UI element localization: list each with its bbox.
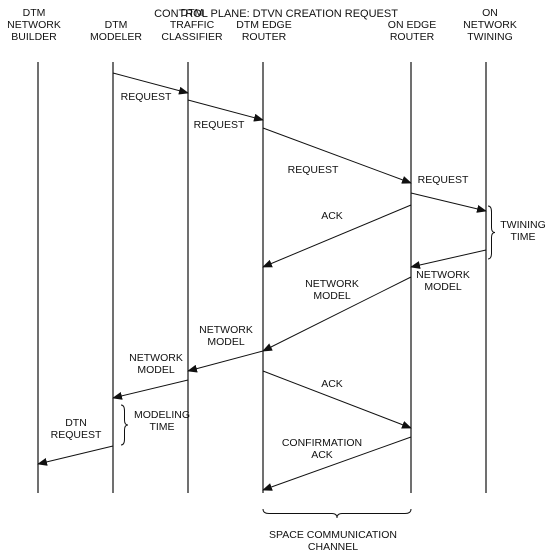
message-label-m7-line: NETWORK [305, 278, 359, 290]
message-arrow-m7 [262, 276, 412, 352]
message-arrow-m9 [112, 379, 189, 400]
message-label-m1-line: REQUEST [121, 91, 172, 103]
diagram-title: CONTROL PLANE: DTVN CREATION REQUEST [154, 8, 398, 20]
participant-label-p3-line: DTM [181, 7, 204, 19]
message-label-m1: REQUEST [121, 91, 172, 103]
message-arrow-m2 [187, 99, 264, 122]
participant-label-p5-line: ON EDGE [388, 19, 436, 31]
participant-label-p1-line: DTM [23, 7, 46, 19]
message-label-m3: REQUEST [288, 164, 339, 176]
message-label-m2: REQUEST [194, 119, 245, 131]
message-label-m11-line: REQUEST [51, 429, 102, 441]
participant-label-p1-line: NETWORK [7, 19, 61, 31]
message-label-m2-line: REQUEST [194, 119, 245, 131]
participant-label-p1-line: BUILDER [11, 31, 57, 43]
interval-label-twining-line: TIME [510, 231, 535, 243]
message-arrow-m11 [37, 445, 114, 466]
interval-label-modeling-line: MODELING [134, 409, 190, 421]
message-label-m9-line: NETWORK [129, 352, 183, 364]
message-label-m8-line: MODEL [207, 336, 245, 348]
message-label-m4-line: REQUEST [418, 174, 469, 186]
message-label-m10-line: ACK [321, 378, 343, 390]
brace-twining [487, 205, 496, 260]
interval-label-modeling-line: TIME [149, 421, 174, 433]
message-arrow-m4 [410, 192, 487, 213]
message-label-m12-line: CONFIRMATION [282, 437, 362, 449]
message-label-m6-line: NETWORK [416, 269, 470, 281]
message-label-m9-line: MODEL [137, 364, 175, 376]
participant-label-p6-line: NETWORK [463, 19, 517, 31]
message-label-m7-line: MODEL [313, 290, 351, 302]
message-label-m3-line: REQUEST [288, 164, 339, 176]
message-arrow-m3 [262, 127, 412, 184]
message-label-m5: ACK [321, 210, 343, 222]
participant-label-p3-line: CLASSIFIER [161, 31, 223, 43]
interval-label-space-line: CHANNEL [308, 541, 358, 553]
message-label-m5-line: ACK [321, 210, 343, 222]
message-label-m10: ACK [321, 378, 343, 390]
participant-label-p4-line: DTM EDGE [236, 19, 291, 31]
participant-label-p4-line: ROUTER [242, 31, 287, 43]
interval-label-space-line: SPACE COMMUNICATION [269, 529, 397, 541]
message-arrow-m10 [262, 370, 412, 429]
brace-modeling [120, 404, 129, 446]
message-arrow-m5 [262, 204, 412, 268]
message-arrow-m6 [410, 249, 487, 269]
message-arrow-m12 [262, 436, 412, 491]
interval-label-twining-line: TWINING [500, 219, 546, 231]
brace-space [262, 508, 412, 519]
message-label-m8-line: NETWORK [199, 324, 253, 336]
message-label-m12-line: ACK [311, 449, 333, 461]
participant-label-p6-line: ON [482, 7, 498, 19]
participant-label-p2-line: DTM [105, 19, 128, 31]
message-arrow-m1 [112, 72, 189, 95]
message-arrow-m8 [187, 350, 264, 373]
participant-label-p3-line: TRAFFIC [170, 19, 215, 31]
message-label-m6-line: MODEL [424, 281, 462, 293]
message-label-m4: REQUEST [418, 174, 469, 186]
message-label-m11-line: DTN [65, 417, 87, 429]
participant-label-p2-line: MODELER [90, 31, 142, 43]
participant-label-p5-line: ROUTER [390, 31, 435, 43]
participant-label-p6-line: TWINING [467, 31, 513, 43]
